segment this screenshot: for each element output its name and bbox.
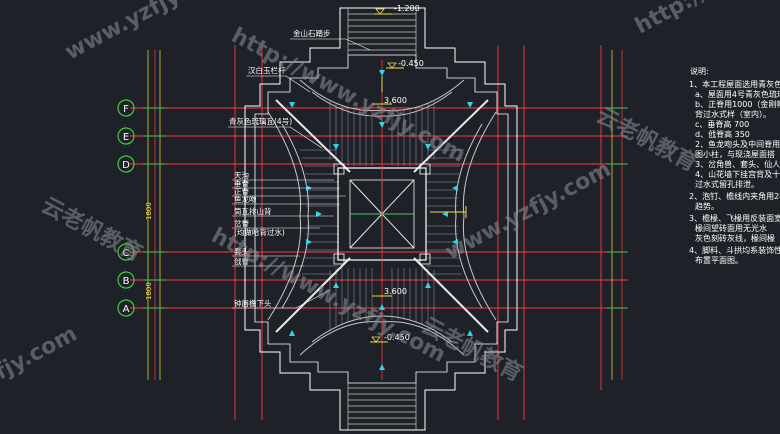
axis-bubble-A: A — [117, 299, 135, 317]
horizontal-axis-lines — [130, 107, 628, 309]
axis-bubble-C: C — [117, 243, 135, 261]
roof-tile-hatching-left — [300, 149, 338, 275]
svg-text:-0.450: -0.450 — [398, 59, 424, 68]
bottom-stairs — [347, 383, 417, 430]
svg-text:D: D — [122, 160, 130, 171]
section-marks — [381, 76, 467, 218]
left-dimension-text-upper: 1800 — [145, 202, 153, 220]
level-marker-bottom: -0.450 — [370, 333, 410, 343]
hip-ridges — [275, 99, 489, 333]
left-dimension-lines — [147, 50, 623, 380]
svg-text:F: F — [123, 104, 129, 115]
drainage-arrows — [289, 70, 473, 370]
notes-line: 4、山花墙下挂宫背及十字 — [695, 169, 780, 179]
label-stone-steps: 金山石踏步 — [293, 28, 331, 38]
svg-text:A: A — [123, 304, 130, 315]
notes-line: 布置平面图。 — [695, 255, 743, 265]
svg-text:3.600: 3.600 — [384, 287, 407, 296]
notes-line: 3、檐椽、飞椽用反装面宽色 — [689, 213, 780, 223]
label-eave-head: 钟唇檐下头 — [234, 298, 272, 308]
label-gutter: 天沟 — [234, 170, 249, 180]
notes-line: a、屋面用4号青灰色琉璃 — [695, 89, 780, 99]
notes-block: 说明: 1、本工程屋面选用青灰色琉 a、屋面用4号青灰色琉璃 b、正脊用1000… — [689, 66, 780, 265]
roof-tile-hatching-right — [426, 149, 464, 275]
notes-title: 说明: — [690, 66, 709, 76]
label-marble-railing: 汉白玉栏杆 — [248, 65, 286, 75]
notes-line: 趋势。 — [695, 201, 719, 211]
roof-core-corner-ornaments — [333, 163, 431, 265]
notes-line: 4、脚料、斗拱均系装饰性构 — [689, 245, 780, 255]
svg-text:E: E — [123, 132, 129, 143]
notes-line: 1、本工程屋面选用青灰色琉 — [689, 79, 780, 89]
level-marker-step-top: -0.450 — [386, 59, 424, 69]
axis-bubble-E: E — [117, 127, 135, 145]
label-glazed-tile: 青灰色琉璃瓦(4号) — [229, 116, 292, 126]
notes-line: b、正脊用1000（金刚帽） — [695, 99, 780, 109]
svg-text:B: B — [123, 276, 130, 287]
platform-outline-outer — [244, 7, 518, 431]
label-tile-back: 筒瓦排山背 — [234, 206, 272, 216]
leader-lines — [228, 38, 371, 309]
svg-text:C: C — [123, 248, 130, 259]
label-main-ridge: 正脊 — [234, 186, 249, 196]
label-vertical-ridge: 垂脊 — [234, 178, 249, 188]
notes-line: 背过水式样（室内）。 — [695, 109, 771, 119]
label-fork-ridge: 岔脊 — [234, 218, 249, 228]
notes-line: c、垂脊高 700 — [695, 119, 749, 129]
level-marker-top: -1.200 — [374, 4, 420, 15]
notes-line: 2、鱼龙吻头及中间脊用4 — [695, 139, 780, 149]
svg-text:-0.450: -0.450 — [384, 333, 410, 342]
svg-text:-1.200: -1.200 — [394, 4, 420, 13]
svg-text:3.600: 3.600 — [384, 96, 407, 105]
notes-line: 图小柱，与现浇屋面搭 — [695, 149, 775, 159]
axis-bubble-B: B — [117, 271, 135, 289]
axis-bubble-D: D — [117, 155, 135, 173]
notes-line: 椽间望砖面用无光水 — [695, 223, 767, 233]
axis-bubble-F: F — [117, 99, 135, 117]
level-marker-ridge-top: 3.600 — [372, 96, 407, 105]
vertical-axis-lines — [234, 45, 602, 420]
notes-line: d、戗脊高 350 — [695, 129, 750, 139]
notes-line: 3、岔角兽、套头、仙人 — [695, 159, 780, 169]
top-stairs — [347, 8, 417, 55]
notes-line: 过水式留孔排泄。 — [695, 179, 759, 189]
label-hip-ridge: 戗脊 — [234, 256, 249, 266]
left-dimension-text-lower: 1800 — [145, 282, 153, 300]
notes-line: 灰色刻砖灰线，椽间椽 — [695, 233, 775, 243]
notes-line: 2、泡钉、檐线内夹角用28 — [689, 191, 780, 201]
left-dimension-ticks — [143, 107, 627, 309]
label-fish-dragon: 鱼龙吻 — [234, 194, 257, 204]
roof-tile-hatching-bottom — [329, 268, 435, 330]
level-marker-ridge-bottom: 3.600 — [372, 287, 407, 297]
label-drain-note: (均做哈背过水) — [234, 227, 285, 237]
label-end-cap: 套头 — [234, 246, 249, 256]
